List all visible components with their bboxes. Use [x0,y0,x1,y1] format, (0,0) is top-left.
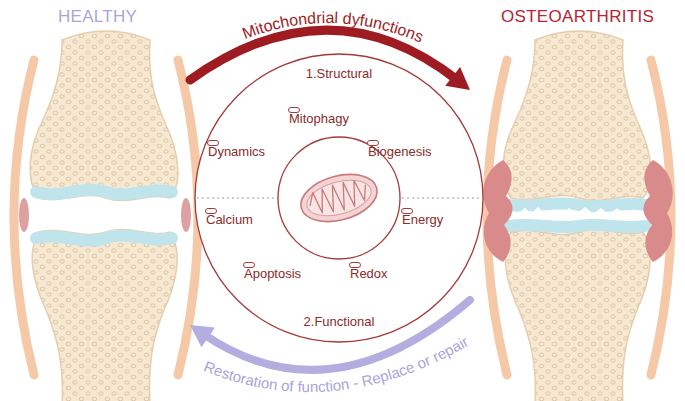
mitochondria-circle [193,52,485,344]
arrow-label: Mitochondrial dyfunctions [240,9,426,46]
box-label: Calcium [206,211,216,228]
box-label: Apoptosis [244,265,254,282]
process-box: Redox [349,262,361,268]
inner-circle [278,137,400,259]
box-label: Energy [402,211,412,228]
arrow-shaft [190,30,457,80]
heading-text: OSTEOARTHRITIS [501,7,654,27]
synovial-pad [181,198,191,232]
mitochondrion [296,167,383,230]
cartilage-crack [518,209,641,217]
healthy-joint [14,31,198,401]
bone-pair [487,31,671,401]
process-box: Mitophagy [288,107,300,113]
mito-outer [296,167,383,230]
box-label: Biogenesis [368,143,378,160]
worn-cartilage [509,225,645,227]
process-box: Calcium [205,208,217,214]
flow-arrow [190,30,470,90]
process-box: Energy [401,208,413,214]
flow-arrow [190,300,470,370]
bone-pair [14,31,198,401]
osteoarthritis-joint [483,31,673,401]
heading-text: HEALTHY [58,7,137,27]
cristae [306,177,370,218]
synovial-pad [19,198,29,232]
heading-text: 1.Structural [193,66,485,81]
arrow-head [190,325,215,347]
mitochondria-circle: 1.Structural 2.Functional MitophagyDynamic… [193,52,485,344]
mito-inner [303,174,375,222]
box-label: Redox [350,265,360,282]
upper-cartilage [36,190,172,195]
arrow-label: Restoration of function - Replace or rep… [202,333,472,395]
arrow-shaft [203,300,470,370]
process-box: Biogenesis [367,140,379,146]
outer-circle [195,54,483,342]
box-label: Mitophagy [289,110,299,127]
inflamed-synovium [643,160,672,262]
osteoarthritis-joint: OSTEOARTHRITIS [470,0,685,401]
lower-cartilage [36,235,172,240]
inflamed-synovium [483,160,512,262]
box-label: Dynamics [208,143,218,160]
worn-cartilage [509,203,645,206]
heading-text: 2.Functional [193,314,485,329]
process-box: Apoptosis [243,262,255,268]
healthy-joint: HEALTHY [0,0,190,401]
process-box: Dynamics [207,140,219,146]
arrow-head [445,67,470,90]
